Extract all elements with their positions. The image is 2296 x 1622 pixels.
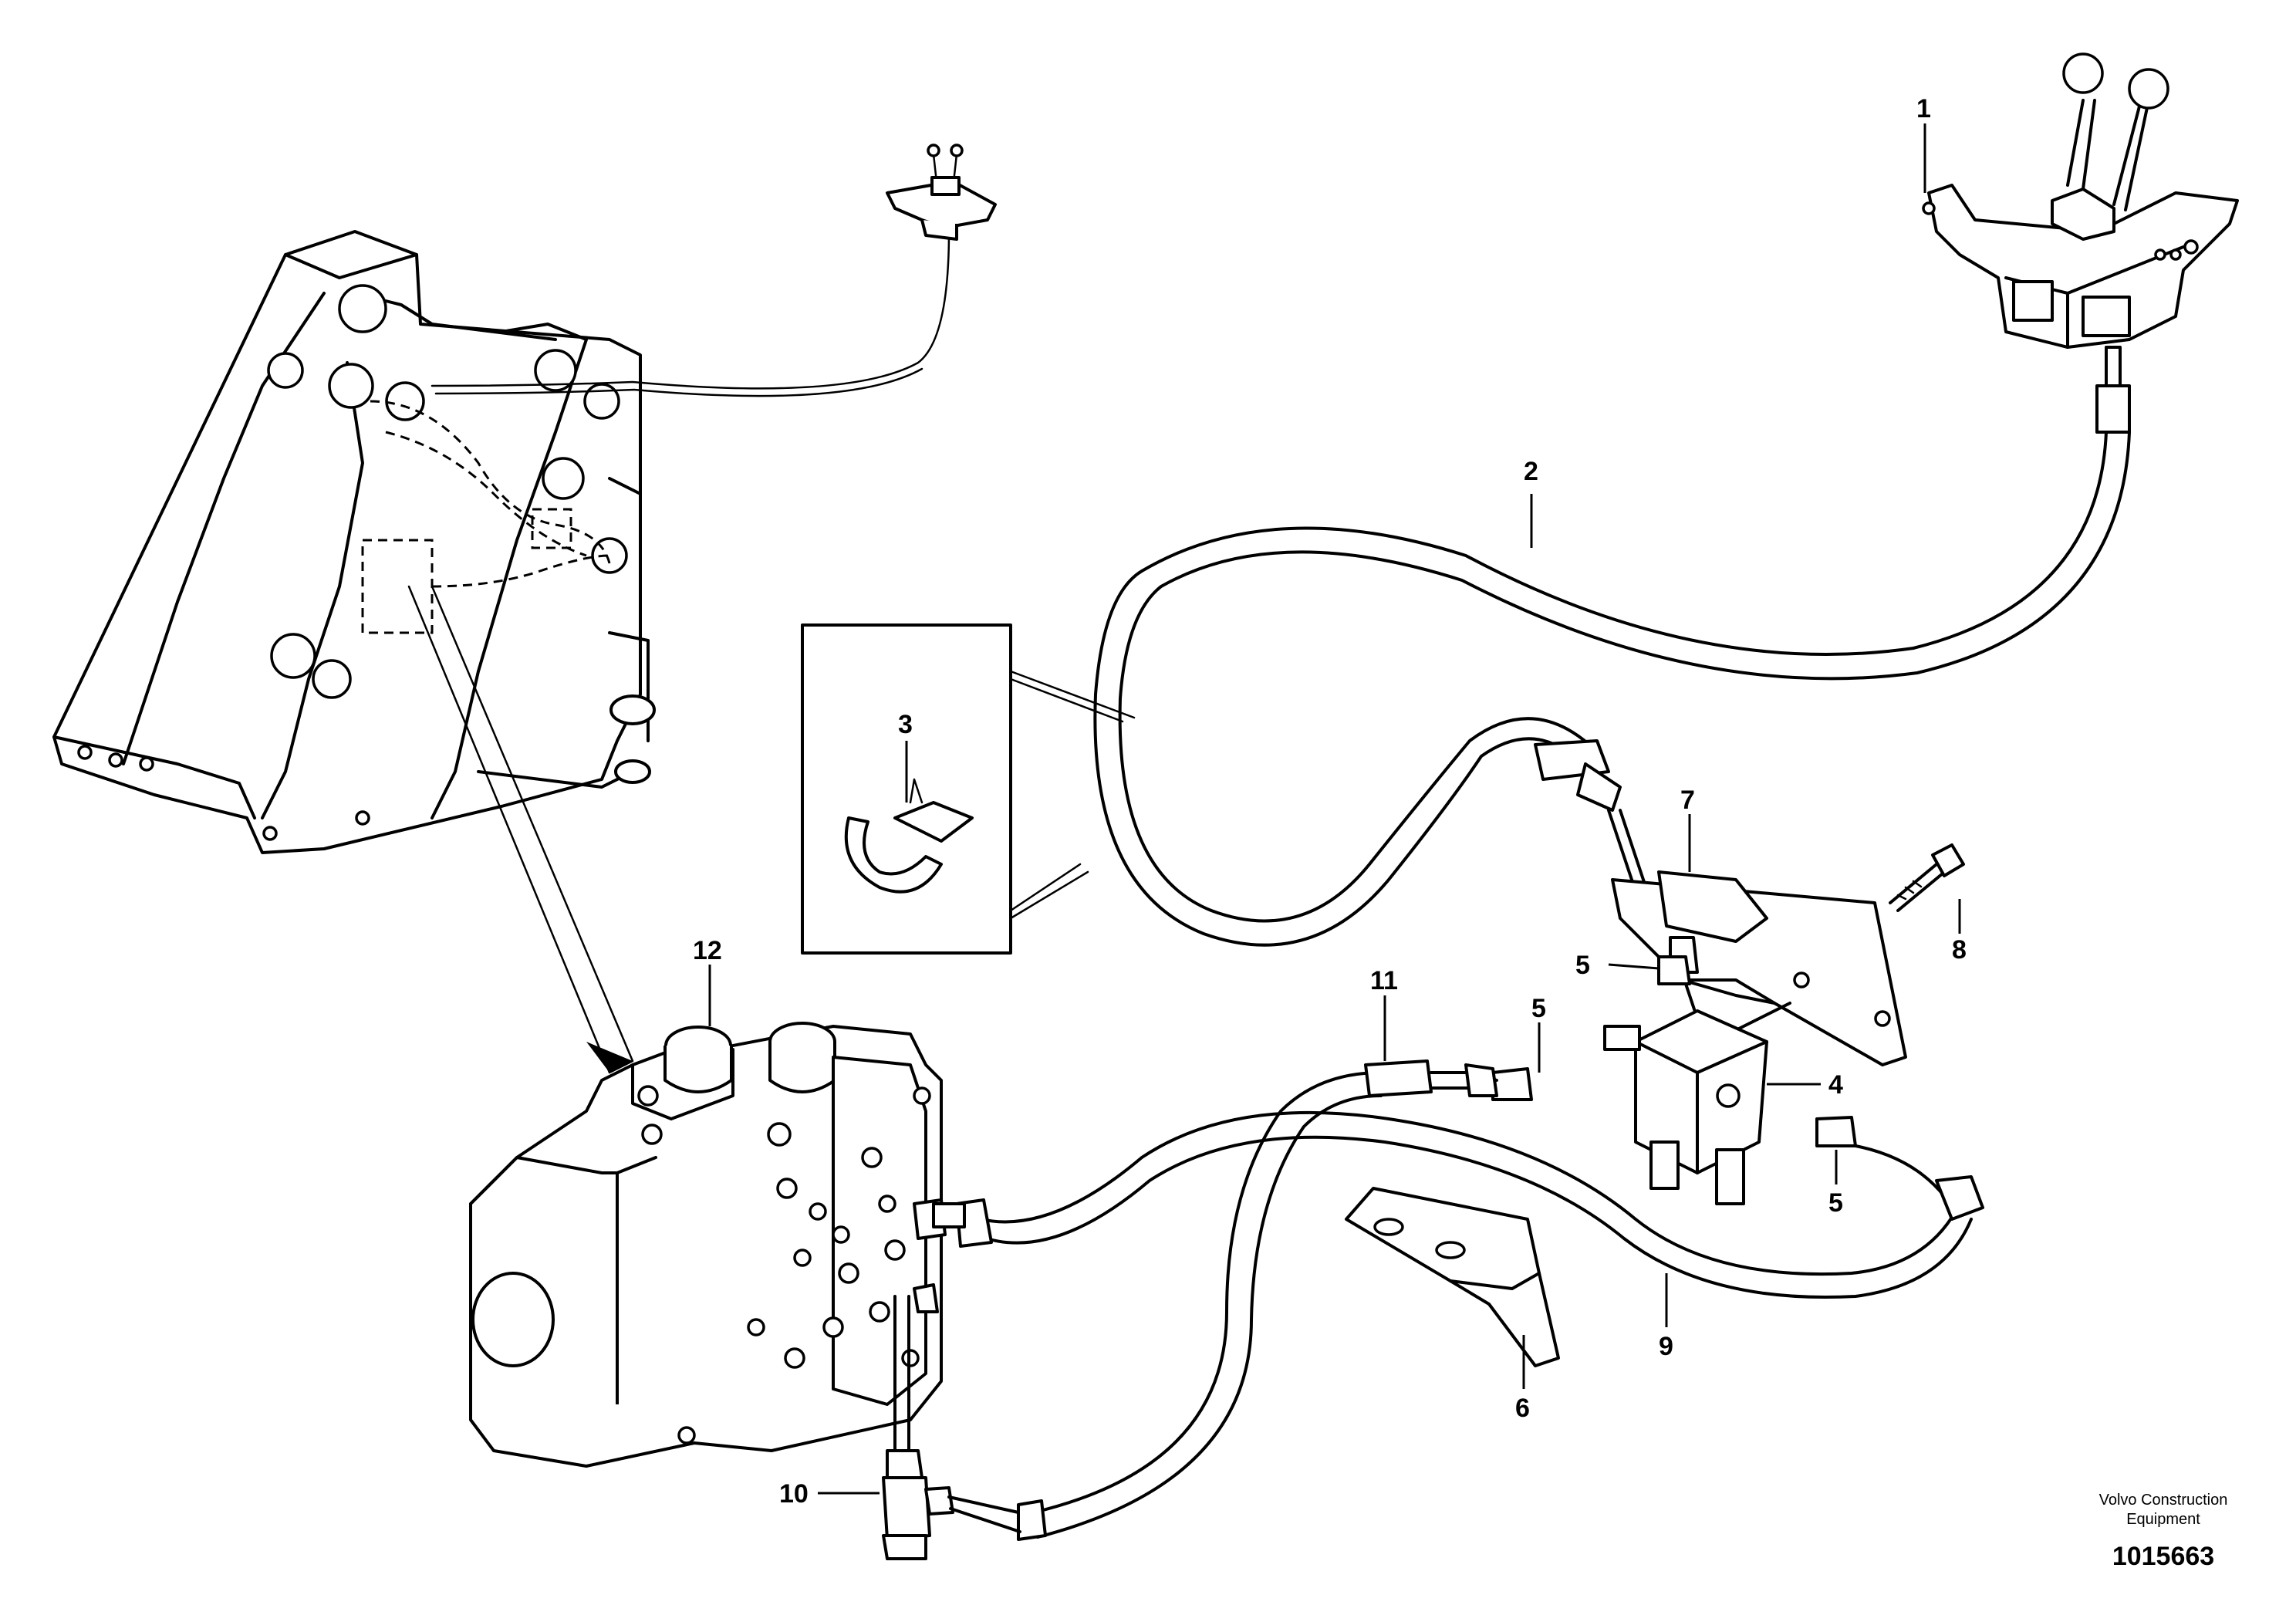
document-number: 1015663 xyxy=(2112,1542,2214,1571)
fitting-5a xyxy=(1657,955,1691,985)
callout-leaders xyxy=(708,123,1961,1495)
callout-5b: 5 xyxy=(1531,994,1546,1023)
callout-6: 6 xyxy=(1515,1394,1530,1423)
callout-5c: 5 xyxy=(1828,1188,1843,1218)
callout-11: 11 xyxy=(1370,966,1398,995)
tee-fitting-10 xyxy=(882,1295,1021,1560)
callout-12: 12 xyxy=(693,936,722,965)
valve-block-4 xyxy=(1603,936,1768,1205)
callout-9: 9 xyxy=(1659,1332,1673,1361)
callout-7: 7 xyxy=(1680,786,1695,815)
loader-frame xyxy=(52,230,950,854)
hose-11 xyxy=(1017,1059,1498,1541)
bracket-7 xyxy=(1611,870,1907,1066)
callout-3: 3 xyxy=(898,710,913,739)
bolt-8 xyxy=(1889,843,1965,912)
brand-line-2: Equipment xyxy=(2126,1511,2200,1528)
brand-line-1: Volvo Construction xyxy=(2099,1492,2228,1509)
hose-2 xyxy=(1093,431,2131,947)
detail-pointer-wedge xyxy=(407,585,634,1074)
main-control-valve-12 xyxy=(469,1022,966,1468)
callout-2: 2 xyxy=(1524,457,1538,486)
clamp-detail-box xyxy=(801,623,1136,955)
callout-5a: 5 xyxy=(1575,951,1590,980)
callout-1: 1 xyxy=(1916,94,1931,123)
callout-4: 4 xyxy=(1828,1070,1843,1100)
fitting-5c xyxy=(1815,1116,1857,1147)
callout-8: 8 xyxy=(1952,935,1967,965)
fitting-5b xyxy=(1491,1067,1533,1101)
hose-9 xyxy=(955,1110,1984,1299)
control-lever-unit xyxy=(1922,52,2239,434)
bracket-6 xyxy=(1345,1187,1560,1367)
switch-bracket xyxy=(886,144,997,241)
callout-10: 10 xyxy=(779,1479,809,1509)
